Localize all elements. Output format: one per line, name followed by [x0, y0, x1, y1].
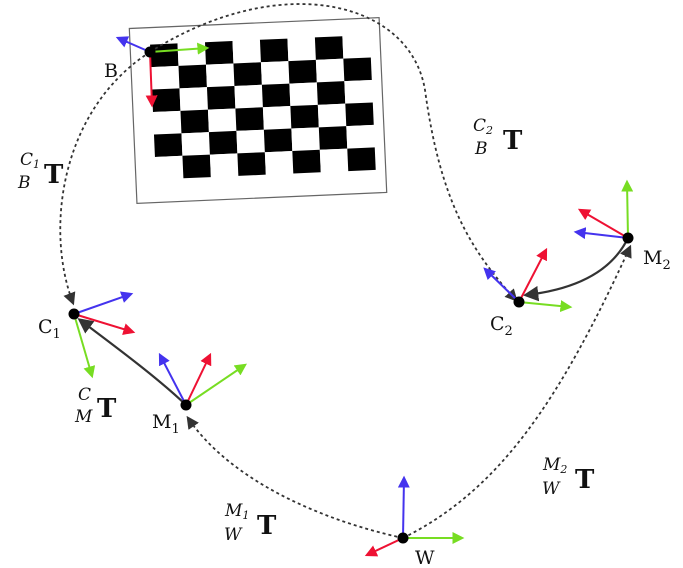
label-b: B	[104, 60, 118, 82]
checkerboard-cell	[316, 81, 346, 105]
link-w-to-m1	[186, 415, 404, 539]
link-m2-to-c2	[522, 237, 629, 302]
checkerboard-cell	[314, 36, 344, 60]
checkerboard-target	[128, 16, 388, 204]
checkerboard-cell	[287, 37, 316, 62]
checkerboard-cell	[290, 104, 319, 129]
checkerboard-cell	[259, 38, 289, 63]
checkerboard-cell	[206, 85, 236, 110]
checkerboard-cell	[151, 65, 180, 90]
label-w: W	[415, 547, 435, 568]
svg-text:W: W	[542, 479, 561, 499]
svg-text:M: M	[74, 407, 93, 427]
checkerboard-cell	[182, 154, 211, 179]
transform-c2-b: C2 B T	[473, 116, 523, 159]
checkerboard-cell	[205, 63, 235, 88]
frame-m1-axes	[158, 352, 247, 406]
svg-text:C2: C2	[473, 116, 493, 137]
svg-text:T: T	[257, 511, 277, 541]
checkerboard-cell	[261, 83, 291, 108]
checkerboard-cell	[236, 129, 265, 154]
checkerboard-cell	[153, 133, 183, 157]
label-m2: M2	[643, 247, 671, 273]
transform-m1-w: M1 W T	[224, 501, 277, 545]
checkerboard-cell	[180, 109, 209, 134]
frame-c2-axes	[483, 247, 573, 313]
checkerboard-cell	[345, 102, 374, 127]
checkerboard-cell	[209, 153, 239, 178]
checkerboard-cell	[347, 147, 376, 172]
checkerboard-cell	[207, 108, 237, 133]
checkerboard-cell	[260, 61, 290, 85]
label-c1: C1	[38, 316, 61, 342]
checkerboard-cell	[264, 150, 294, 175]
checkerboard-cell	[235, 107, 264, 131]
checkerboard-cell	[178, 64, 207, 89]
svg-text:B: B	[17, 173, 31, 193]
checkerboard-cell	[234, 84, 263, 109]
svg-text:M2: M2	[542, 455, 567, 476]
transform-c1-b: C1 B T	[17, 150, 64, 193]
checkerboard-cell	[208, 130, 238, 155]
checkerboard-cell	[181, 132, 210, 156]
checkerboard-cell	[319, 148, 349, 173]
svg-text:C1: C1	[20, 150, 40, 171]
svg-text:B: B	[474, 139, 488, 159]
label-c2: C2	[490, 313, 513, 339]
node-m2	[622, 232, 634, 244]
frame-m2-axes	[573, 179, 634, 240]
svg-text:W: W	[224, 525, 243, 545]
checkerboard-cell	[154, 155, 184, 180]
checkerboard-cell	[288, 59, 317, 84]
checkerboard-cell	[262, 106, 292, 130]
checkerboard-cell	[233, 62, 262, 86]
checkerboard-cell	[152, 88, 181, 113]
svg-text:T: T	[503, 126, 523, 156]
frame-c1-axes	[73, 291, 136, 379]
checkerboard-cell	[179, 87, 208, 111]
checkerboard-cell	[152, 110, 182, 135]
checkerboard-cell	[289, 82, 318, 107]
checkerboard-cell	[232, 39, 261, 64]
checkerboard-cell	[318, 126, 348, 150]
frame-b-axes	[115, 36, 210, 108]
node-c1	[68, 308, 80, 320]
svg-text:T: T	[44, 160, 64, 190]
transform-m2-w: M2 W T	[542, 455, 595, 499]
checkerboard-cell	[150, 43, 179, 68]
svg-text:C: C	[78, 385, 91, 405]
node-m1	[180, 399, 192, 411]
checkerboard-cell	[177, 42, 206, 66]
svg-text:M1: M1	[224, 501, 249, 522]
checkerboard-cell	[317, 103, 347, 128]
checkerboard-cell	[237, 152, 266, 176]
svg-text:T: T	[97, 394, 117, 424]
checkerboard-cell	[204, 41, 234, 65]
checkerboard-cell	[292, 149, 321, 174]
link-b-to-c2	[149, 3, 518, 302]
node-b	[144, 46, 156, 58]
node-w	[397, 532, 409, 544]
checkerboard-grid	[150, 35, 376, 180]
link-w-to-m2	[402, 244, 632, 539]
checkerboard-cell	[315, 58, 345, 83]
link-m1-to-c1	[77, 318, 187, 406]
checkerboard-cell	[346, 124, 375, 149]
frame-w-axes	[364, 475, 465, 557]
checkerboard-cell	[342, 35, 371, 59]
label-m1: M1	[152, 411, 180, 437]
transform-c-m: C M T	[74, 385, 117, 427]
checkerboard-cell	[291, 127, 320, 151]
checkerboard-cell	[343, 57, 372, 82]
checkerboard-cell	[344, 79, 373, 104]
svg-text:T: T	[575, 465, 595, 495]
checkerboard-cell	[263, 128, 293, 153]
node-c2	[513, 296, 525, 308]
